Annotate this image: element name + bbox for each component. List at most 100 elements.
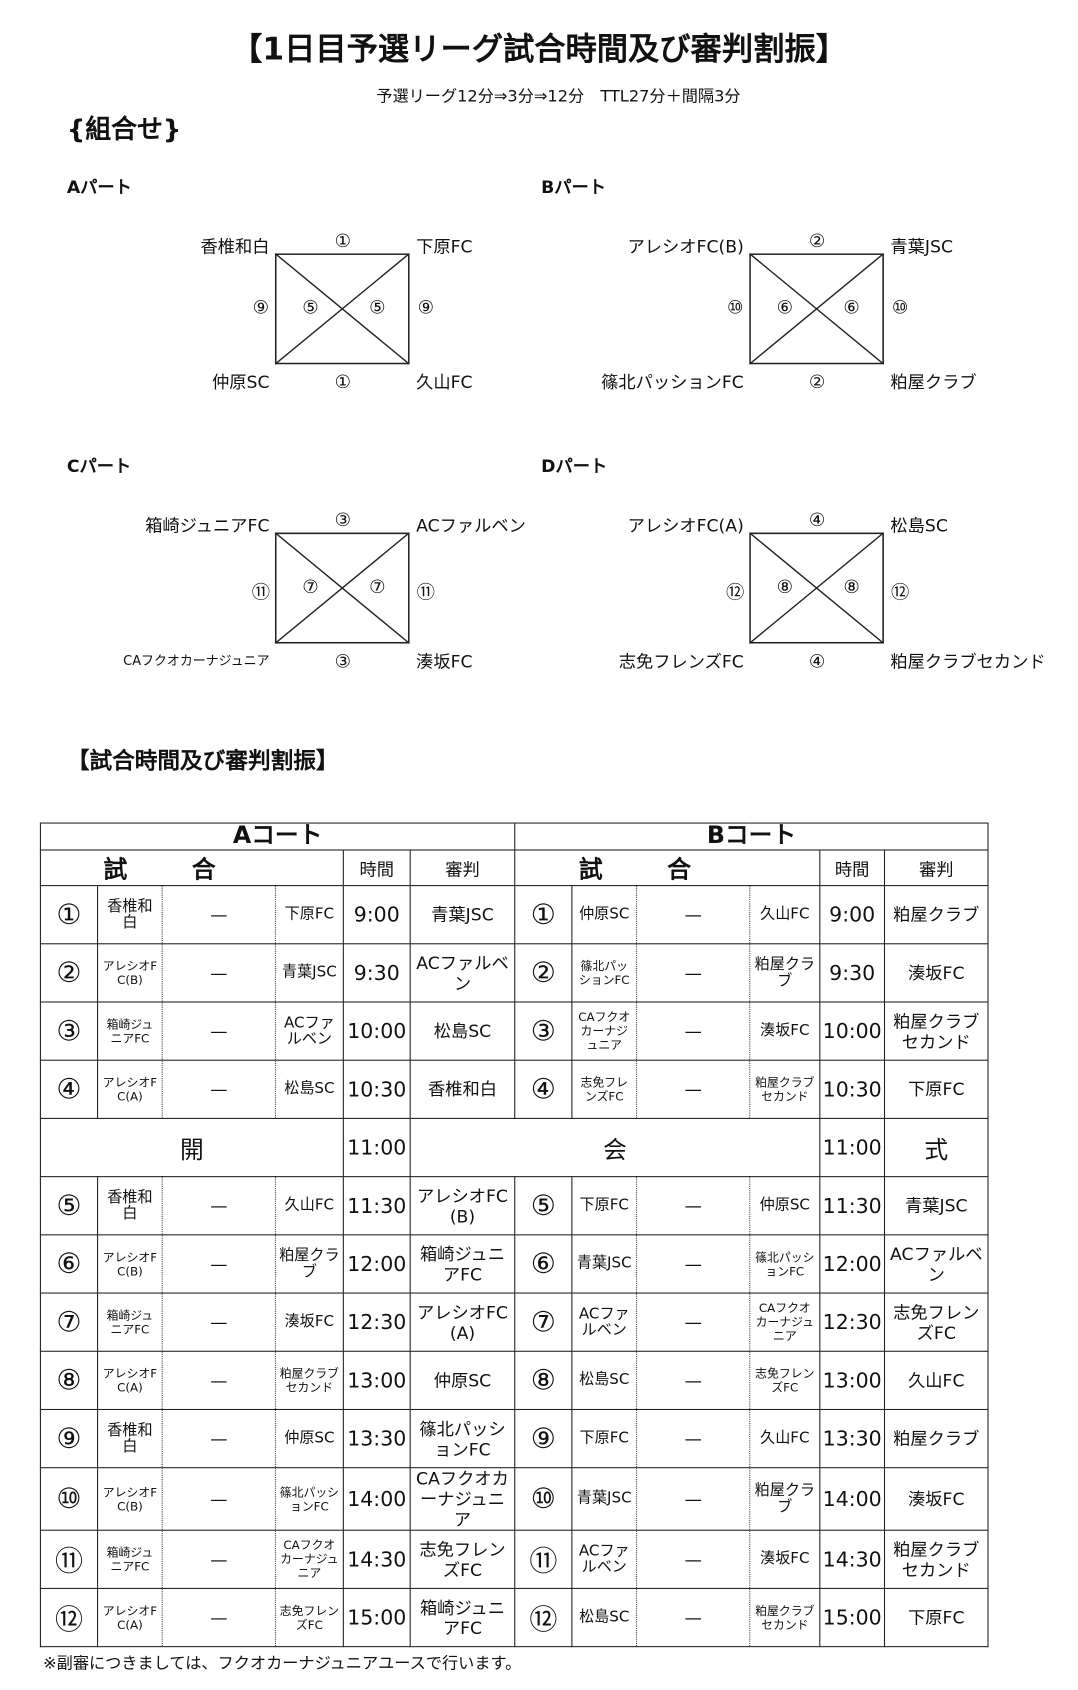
vs-dash: —	[636, 1350, 751, 1411]
match-number: ②	[39, 943, 99, 1003]
time-header-a: 時間	[342, 849, 411, 887]
court-a-team-2: 粕屋クラブセカンド	[274, 1350, 344, 1411]
part-label: Bパート	[541, 176, 607, 198]
court-b-team-1: ACファルベン	[571, 1292, 638, 1352]
court-a-team-1: アレシオFC(A)	[97, 1350, 163, 1411]
court-b-referee: 湊坂FC	[883, 1467, 989, 1531]
court-a-referee: アレシオFC(A)	[409, 1292, 516, 1352]
court-a-time: 9:30	[342, 943, 411, 1003]
court-b-time: 12:00	[819, 1234, 886, 1294]
court-a-team-1: 箱崎ジュニアFC	[97, 1292, 163, 1352]
match-number-top: ③	[334, 509, 352, 532]
court-a-referee: 箱崎ジュニアFC	[409, 1234, 516, 1294]
court-b-time: 10:00	[819, 1001, 886, 1061]
match-number: ④	[39, 1059, 99, 1119]
team-bottom-right: 粕屋クラブセカンド	[890, 651, 1046, 672]
match-number-top: ④	[808, 509, 826, 532]
vs-dash: —	[636, 1176, 751, 1236]
opening-char-2: 会	[409, 1117, 821, 1178]
matchup-square	[749, 253, 884, 365]
court-b-referee: 青葉JSC	[883, 1176, 989, 1236]
vs-dash: —	[161, 1529, 276, 1589]
court-a-time: 14:30	[342, 1529, 411, 1589]
court-a-team-2: 青葉JSC	[274, 943, 344, 1003]
court-a-time: 10:30	[342, 1059, 411, 1119]
part-label: Aパート	[66, 176, 132, 198]
court-b-referee: 久山FC	[883, 1350, 989, 1411]
court-b-header: Bコート	[514, 822, 989, 851]
court-a-referee: 松島SC	[409, 1001, 516, 1061]
court-a-team-1: 香椎和白	[97, 885, 163, 945]
court-a-time: 12:00	[342, 1234, 411, 1294]
match-number: ③	[39, 1001, 99, 1061]
court-b-referee: 粕屋クラブ	[883, 885, 989, 945]
team-top-left: アレシオFC(A)	[627, 515, 744, 536]
match-number: ⑪	[514, 1529, 573, 1589]
match-number: ⑧	[39, 1350, 99, 1411]
table-row: ⑩ アレシオFC(B) — 篠北パッションFC 14:00 CAフクオカーナジュ…	[39, 1467, 989, 1531]
combo-heading: {組合せ}	[66, 114, 182, 145]
court-b-team-2: 粕屋クラブ	[749, 943, 821, 1003]
match-number-top: ②	[808, 230, 826, 253]
part-label: Dパート	[541, 455, 608, 477]
match-number: ⑩	[514, 1467, 573, 1531]
court-a-team-2: 久山FC	[274, 1176, 344, 1236]
team-top-right: 松島SC	[890, 515, 948, 536]
court-b-team-2: 粕屋クラブセカンド	[749, 1587, 821, 1648]
team-bottom-left: 篠北パッションFC	[601, 371, 744, 393]
court-b-team-2: CAフクオカーナジュニア	[749, 1292, 821, 1352]
court-a-team-1: 箱崎ジュニアFC	[97, 1001, 163, 1061]
match-number-bottom: ③	[334, 651, 352, 673]
court-a-team-2: 下原FC	[274, 885, 344, 945]
vs-dash: —	[636, 1059, 751, 1119]
team-top-right: 下原FC	[416, 236, 473, 257]
match-number-diag-right: ⑧	[843, 576, 860, 599]
court-a-time: 13:30	[342, 1408, 411, 1469]
table-row: ① 香椎和白 — 下原FC 9:00 青葉JSC ① 仲原SC — 久山FC 9…	[39, 885, 989, 945]
court-a-time: 12:30	[342, 1292, 411, 1352]
match-number: ③	[514, 1001, 573, 1061]
match-number-diag-left: ⑤	[302, 297, 319, 320]
league-part-c: Cパート 箱崎ジュニアFC ACファルベン CAフクオカーナジュニア 湊坂FC …	[0, 456, 526, 695]
match-number: ⑥	[39, 1234, 99, 1294]
team-top-left: 香椎和白	[200, 236, 270, 257]
court-a-time: 10:00	[342, 1001, 411, 1061]
opening-time-b: 11:00	[819, 1117, 886, 1178]
court-a-referee: 青葉JSC	[409, 885, 516, 945]
court-b-referee: ACファルベン	[883, 1234, 989, 1294]
court-b-time: 11:30	[819, 1176, 886, 1236]
vs-dash: —	[161, 1234, 276, 1294]
match-number: ⑥	[514, 1234, 573, 1294]
match-number-left: ⑨	[252, 297, 270, 320]
court-a-referee: 香椎和白	[409, 1059, 516, 1119]
opening-ceremony-row: 開 11:00 会 11:00 式	[39, 1117, 989, 1178]
match-number: ⑤	[39, 1176, 99, 1236]
court-a-referee: CAフクオカーナジュニア	[409, 1467, 516, 1531]
court-b-referee: 志免フレンズFC	[883, 1292, 989, 1352]
court-b-team-2: 粕屋クラブ	[749, 1467, 821, 1531]
match-format-note: 予選リーグ12分⇒3分⇒12分 TTL27分＋間隔3分	[376, 86, 741, 106]
match-header-a: 試合	[39, 849, 344, 887]
court-a-team-2: 湊坂FC	[274, 1292, 344, 1352]
match-number: ⑦	[514, 1292, 573, 1352]
court-a-team-1: アレシオFC(B)	[97, 1234, 163, 1294]
court-b-time: 9:00	[819, 885, 886, 945]
court-b-team-1: 青葉JSC	[571, 1234, 638, 1294]
match-number-bottom: ①	[334, 371, 352, 394]
court-a-team-1: アレシオFC(B)	[97, 943, 163, 1003]
match-number: ①	[39, 885, 99, 945]
vs-dash: —	[636, 1001, 751, 1061]
team-top-left: 箱崎ジュニアFC	[145, 515, 270, 536]
court-b-referee: 粕屋クラブ	[883, 1408, 989, 1469]
league-part-d: Dパート アレシオFC(A) 松島SC 志免フレンズFC 粕屋クラブセカンド ④…	[474, 456, 1046, 695]
court-b-team-2: 粕屋クラブセカンド	[749, 1059, 821, 1119]
court-b-team-2: 湊坂FC	[749, 1529, 821, 1589]
court-a-team-2: 仲原SC	[274, 1408, 344, 1469]
table-row: ⑦ 箱崎ジュニアFC — 湊坂FC 12:30 アレシオFC(A) ⑦ ACファ…	[39, 1292, 989, 1352]
court-a-referee: 仲原SC	[409, 1350, 516, 1411]
team-bottom-right: 久山FC	[416, 371, 473, 393]
match-number: ⑧	[514, 1350, 573, 1411]
vs-dash: —	[636, 885, 751, 945]
match-number-diag-left: ⑧	[776, 576, 794, 599]
